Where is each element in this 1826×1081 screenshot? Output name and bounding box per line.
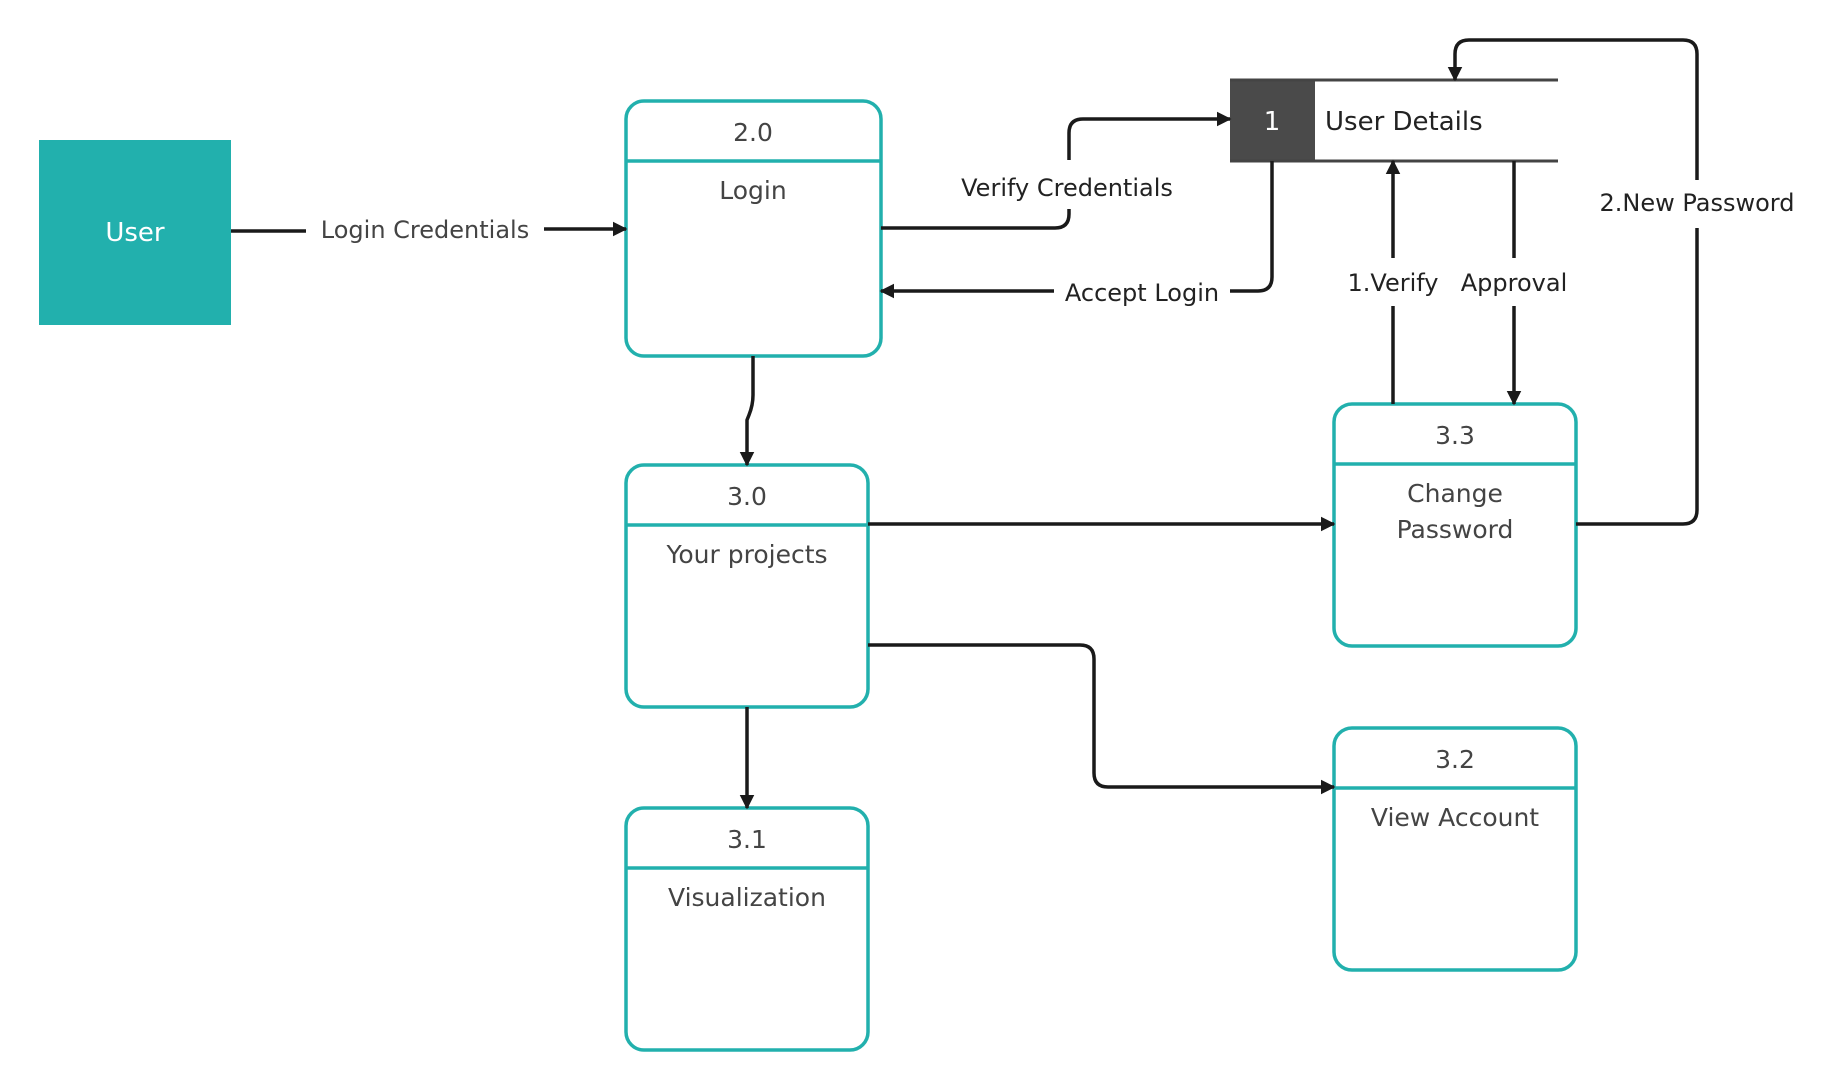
flow-label: Verify Credentials xyxy=(961,174,1173,202)
flow-accept-login[interactable]: Accept Login xyxy=(879,161,1274,307)
process-number: 3.0 xyxy=(727,482,767,511)
flow-label: 1.Verify xyxy=(1348,269,1439,297)
process-3-2-view-account[interactable]: 3.2 View Account xyxy=(1332,726,1578,972)
flow-login-credentials[interactable]: Login Credentials xyxy=(231,216,628,244)
process-number: 2.0 xyxy=(733,118,773,147)
flow-verify[interactable]: 1.Verify xyxy=(1348,159,1439,404)
flow-label: Approval xyxy=(1461,269,1568,297)
process-number: 3.1 xyxy=(727,825,767,854)
flow-label: 2.New Password xyxy=(1600,189,1795,217)
process-name: Login xyxy=(719,176,786,205)
user-entity[interactable]: User xyxy=(39,140,231,325)
flow-label: Login Credentials xyxy=(321,216,529,244)
process-3-0-your-projects[interactable]: 3.0 Your projects xyxy=(624,463,870,709)
process-2-0-login[interactable]: 2.0 Login xyxy=(624,99,883,358)
flow-line xyxy=(1067,111,1232,160)
process-name-line-2: Password xyxy=(1397,515,1514,544)
store-label: User Details xyxy=(1325,107,1483,137)
process-name: View Account xyxy=(1371,803,1539,832)
flow-line xyxy=(1576,228,1699,526)
process-3-3-change-password[interactable]: 3.3 Change Password xyxy=(1332,402,1578,648)
flow-verify-credentials[interactable]: Verify Credentials xyxy=(881,111,1232,230)
flow-login-to-projects[interactable] xyxy=(739,356,755,467)
process-number: 3.2 xyxy=(1435,745,1475,774)
store-id: 1 xyxy=(1264,107,1281,137)
user-details-store[interactable]: 1 User Details xyxy=(1230,78,1558,163)
process-3-1-visualization[interactable]: 3.1 Visualization xyxy=(624,806,870,1052)
flow-new-password[interactable]: 2.New Password xyxy=(1447,38,1795,526)
process-name: Visualization xyxy=(668,883,826,912)
store-id-cell xyxy=(1230,80,1315,161)
flow-line xyxy=(868,643,1336,795)
flow-line xyxy=(881,209,1071,230)
flow-line xyxy=(1447,38,1699,180)
process-name-line-1: Change xyxy=(1407,479,1503,508)
user-entity-label: User xyxy=(105,218,165,248)
process-number: 3.3 xyxy=(1435,421,1475,450)
flow-label: Accept Login xyxy=(1065,279,1219,307)
user-entity-box xyxy=(39,140,231,325)
flow-projects-to-view-account[interactable] xyxy=(868,643,1336,795)
flow-line xyxy=(739,356,755,467)
flow-approval[interactable]: Approval xyxy=(1461,161,1568,406)
flow-line xyxy=(1230,161,1274,293)
process-name: Your projects xyxy=(665,540,827,569)
